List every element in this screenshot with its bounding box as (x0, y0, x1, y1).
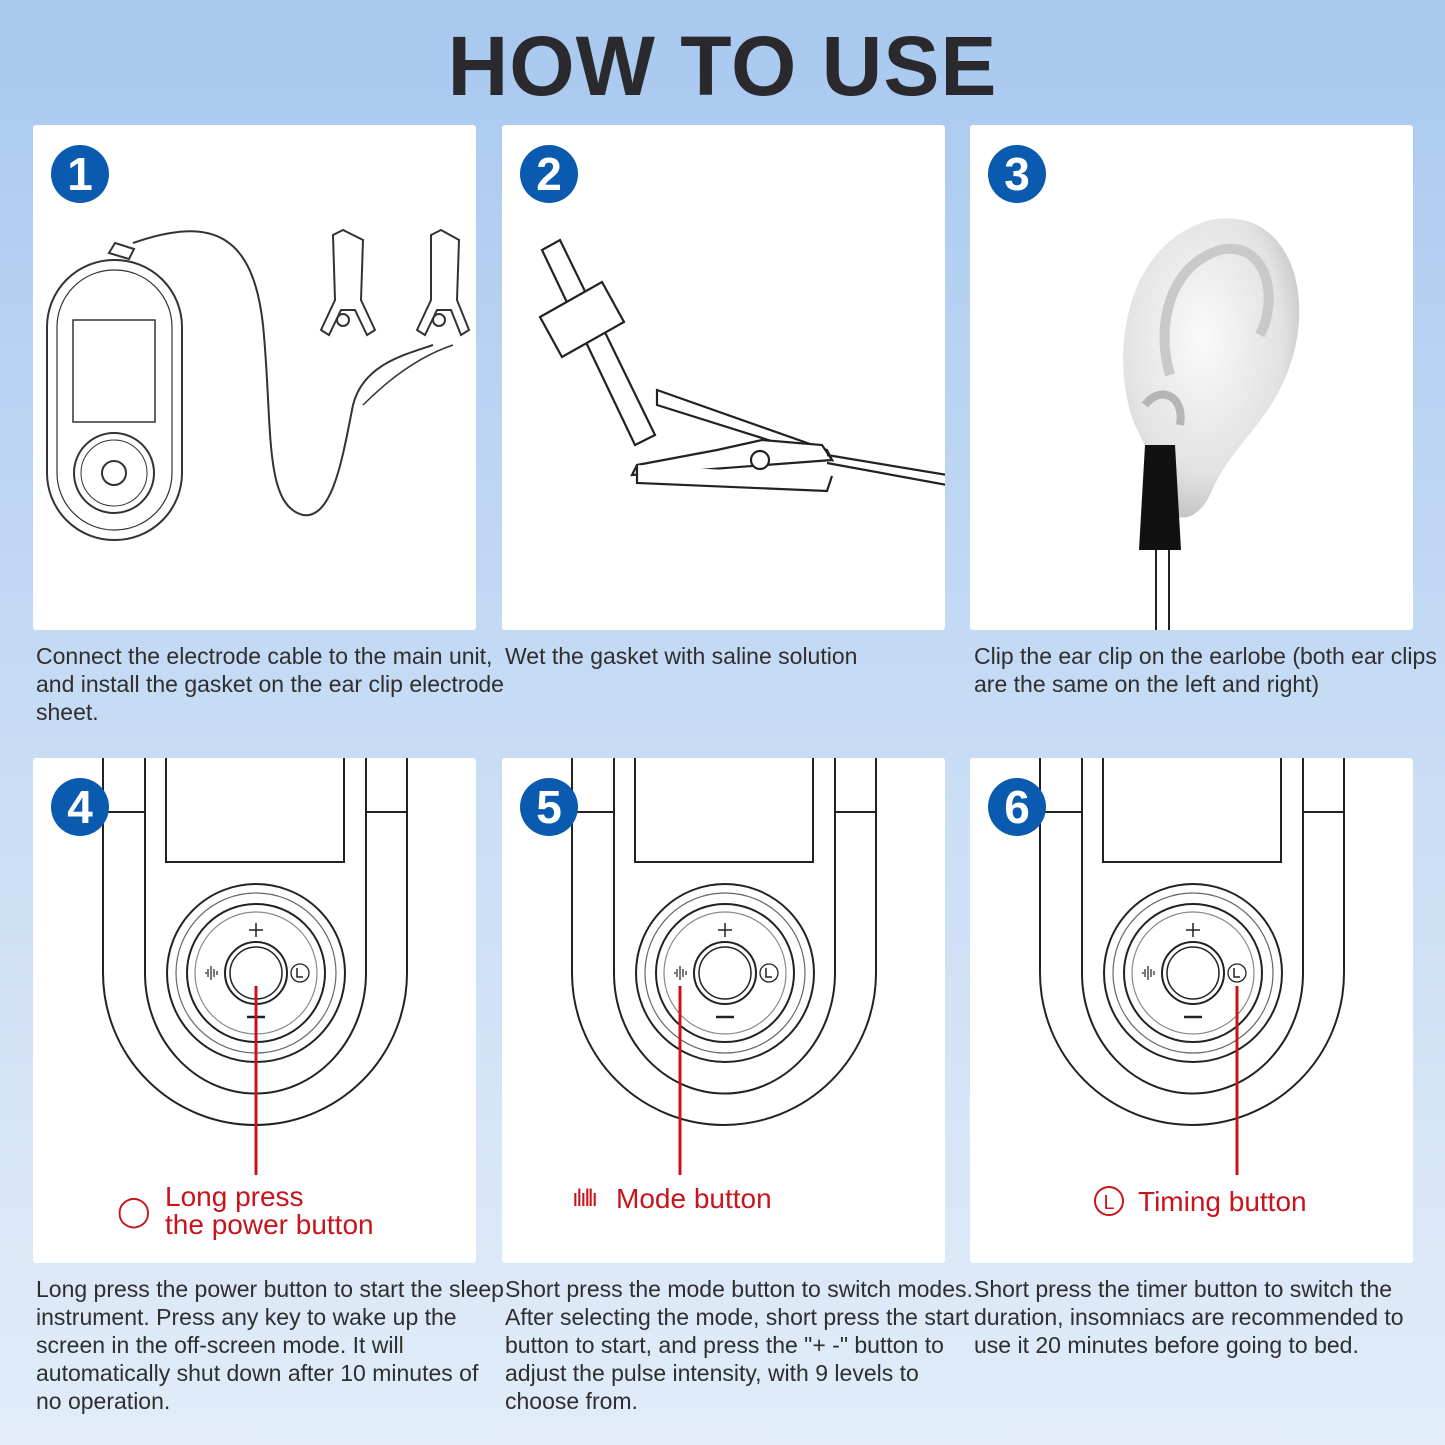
step-number-badge: 1 (51, 145, 109, 203)
step-number-badge: 2 (520, 145, 578, 203)
step-1-caption: Connect the electrode cable to the main … (36, 643, 504, 725)
timer-icon: L (1094, 1186, 1124, 1216)
dropper-and-ear-clip-illustration (538, 238, 945, 493)
timing-button-label: Timing button (1138, 1186, 1307, 1217)
mode-waveform-icon: ılıllı (572, 1185, 598, 1212)
mode-button-label: Mode button (616, 1183, 772, 1214)
device-and-ear-clips-illustration (46, 228, 471, 541)
step-1-card: 1 (33, 125, 476, 630)
step-4-card: 4 ◯ Long press the power button (33, 758, 476, 1263)
step-5-caption: Short press the mode button to switch mo… (505, 1276, 973, 1414)
step-3-caption: Clip the ear clip on the earlobe (both e… (974, 643, 1437, 697)
step-number-badge: 5 (520, 778, 578, 836)
power-button-icon: ◯ (117, 1195, 151, 1228)
step-2-caption: Wet the gasket with saline solution (505, 643, 858, 669)
power-button-label-line2: the power button (165, 1209, 374, 1240)
step-3-card: 3 (970, 125, 1413, 630)
step-number-badge: 6 (988, 778, 1046, 836)
page-title: HOW TO USE (447, 19, 998, 113)
step-number-badge: 4 (51, 778, 109, 836)
step-2-card: 2 (502, 125, 945, 630)
ear-with-clip-illustration (1123, 218, 1300, 630)
step-4-caption: Long press the power button to start the… (36, 1276, 504, 1414)
step-number-badge: 3 (988, 145, 1046, 203)
step-5-card: 5 ılıllı Mode button (502, 758, 945, 1263)
step-6-caption: Short press the timer button to switch t… (974, 1276, 1404, 1358)
step-6-card: 6 L Timing button (970, 758, 1413, 1263)
device-control-pad-illustration (571, 758, 877, 1175)
power-button-label-line1: Long press (165, 1181, 304, 1212)
device-control-pad-illustration (1039, 758, 1345, 1175)
device-control-pad-illustration (102, 758, 408, 1175)
